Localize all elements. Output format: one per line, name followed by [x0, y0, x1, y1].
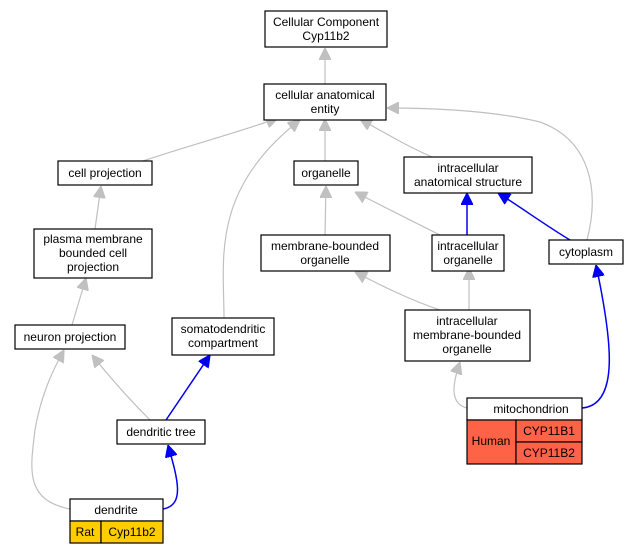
species-label: Rat [76, 525, 95, 539]
node-label-line1: dendrite [94, 503, 138, 517]
node-label-line2: bounded cell [59, 246, 127, 260]
node-somatodendritic-compartment[interactable]: somatodendritic compartment [171, 317, 275, 356]
gene-cell [100, 520, 164, 544]
edge-ias-cae [360, 119, 433, 158]
node-cellular-component-cyp11b2[interactable]: Cellular Component Cyp11b2 [264, 10, 388, 48]
species-label: Human [472, 434, 511, 448]
node-membrane-bounded-organelle[interactable]: membrane-bounded organelle [260, 234, 391, 272]
species-cell-human [466, 419, 517, 465]
edge-cellproj-cae [142, 118, 278, 162]
node-label-line2: membrane-bounded [413, 328, 521, 342]
node-label-line2: Cyp11b2 [302, 29, 349, 43]
edge-mbo-organelle [325, 186, 326, 236]
node-mitochondrion[interactable]: mitochondrion Human CYP11B1 CYP11B2 [466, 397, 583, 465]
gene-cell [515, 441, 583, 465]
edge-dt-sdc [165, 355, 210, 421]
edge-sdc-cae [222, 120, 300, 319]
node-label-line1: intracellular [437, 161, 498, 175]
node-label-line1: cell projection [68, 166, 141, 180]
node-organelle[interactable]: organelle [293, 160, 359, 186]
node-label-line2: organelle [300, 253, 350, 267]
node-intracellular-organelle[interactable]: intracellular organelle [431, 234, 505, 272]
node-cytoplasm[interactable]: cytoplasm [548, 239, 624, 265]
edge-io-organelle [355, 192, 441, 236]
node-cellular-anatomical-entity[interactable]: cellular anatomical entity [263, 83, 387, 121]
node-label-line3: organelle [442, 342, 492, 356]
node-label-line2: anatomical structure [414, 175, 522, 189]
node-label-line3: projection [67, 260, 119, 274]
node-label-line2: compartment [188, 336, 259, 350]
node-neuron-projection[interactable]: neuron projection [14, 324, 126, 350]
node-label-line1: cellular anatomical [275, 88, 374, 102]
node-dendrite[interactable]: dendrite Rat Cyp11b2 [69, 498, 164, 544]
edge-cytoplasm-cae [387, 108, 593, 241]
node-label-line1: organelle [301, 166, 351, 180]
node-label-line1: neuron projection [24, 330, 117, 344]
edge-mito-imbo [454, 362, 468, 409]
node-intracellular-membrane-bounded-organelle[interactable]: intracellular membrane-bounded organelle [404, 309, 531, 362]
node-label-line1: membrane-bounded [271, 239, 379, 253]
edges [31, 48, 610, 510]
node-label-line2: entity [311, 102, 340, 116]
gene-label: CYP11B2 [523, 446, 575, 460]
edge-dt-np [92, 355, 151, 421]
node-cell-projection[interactable]: cell projection [57, 160, 153, 186]
edge-cytoplasm-ias [498, 193, 571, 241]
edge-pmbcp-cellproj [95, 186, 101, 230]
edge-dendrite-np [31, 350, 71, 510]
node-label-line1: cytoplasm [559, 245, 613, 259]
node-plasma-membrane-bounded-cell-projection[interactable]: plasma membrane bounded cell projection [33, 228, 153, 279]
node-intracellular-anatomical-structure[interactable]: intracellular anatomical structure [403, 156, 533, 194]
edge-imbo-mbo [355, 272, 441, 311]
node-label-line2: organelle [443, 253, 493, 267]
node-label-line1: mitochondrion [493, 402, 568, 416]
node-label-line1: dendritic tree [126, 425, 196, 439]
edge-np-pmbcp [71, 278, 86, 326]
edge-mito-cytoplasm [581, 265, 610, 409]
node-label-line1: somatodendritic [181, 322, 266, 336]
node-label-line1: Cellular Component [273, 15, 380, 29]
gene-label: Cyp11b2 [108, 525, 155, 539]
node-label-line1: intracellular [437, 239, 498, 253]
gene-label: CYP11B1 [523, 424, 575, 438]
node-dendritic-tree[interactable]: dendritic tree [116, 419, 206, 445]
node-label-line1: intracellular [436, 314, 497, 328]
edge-dendrite-dt [162, 445, 179, 510]
node-label-line1: plasma membrane [43, 232, 143, 246]
